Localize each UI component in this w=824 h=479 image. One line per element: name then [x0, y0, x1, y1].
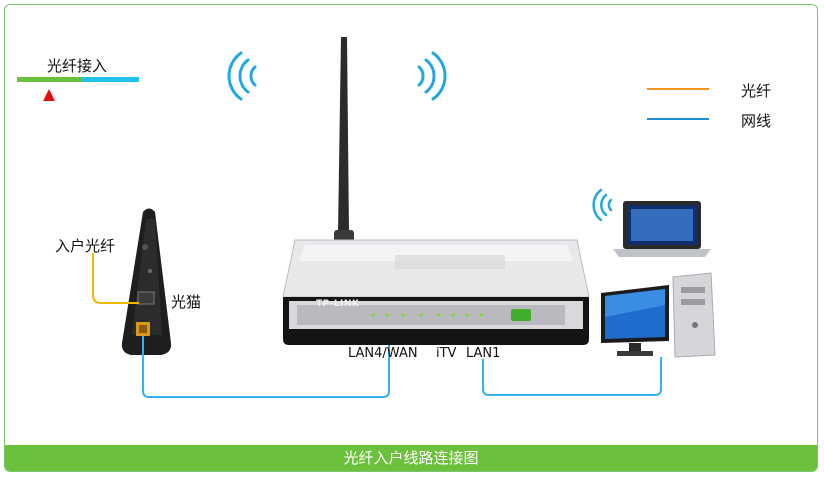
port-label-lan4-wan: LAN4/WAN	[348, 346, 418, 361]
ethernet-cable-wan	[142, 336, 390, 398]
laptop-icon	[613, 201, 711, 257]
modem-label: 光猫	[171, 293, 202, 311]
fiber-access-label: 光纤接入	[47, 57, 108, 75]
fiber-cable	[92, 253, 139, 304]
diagram-frame: 光纤接入 光纤 网线 入户光纤 光猫 TP-LINK LAN4/WAN iTV …	[4, 4, 818, 472]
router-brand-label: TP-LINK	[316, 299, 360, 309]
port-label-itv: iTV	[436, 346, 457, 361]
fiber-input-label: 入户光纤	[55, 237, 116, 255]
optical-modem	[121, 208, 172, 355]
fiber-access-bar	[17, 77, 139, 101]
wifi-laptop-icon	[592, 188, 613, 222]
wifi-right-icon	[417, 51, 447, 101]
router-body	[282, 239, 590, 345]
wifi-left-icon	[227, 51, 257, 101]
port-label-lan1: LAN1	[466, 346, 501, 361]
red-arrow-icon	[43, 89, 55, 101]
ethernet-cable-lan1	[482, 357, 662, 396]
router-antenna	[334, 37, 354, 244]
legend-ethernet-label: 网线	[741, 112, 772, 130]
legend-fiber-label: 光纤	[741, 82, 772, 100]
footer-title: 光纤入户线路连接图	[5, 445, 817, 471]
diagram-canvas	[17, 37, 716, 398]
desktop-pc-icon	[601, 272, 716, 358]
